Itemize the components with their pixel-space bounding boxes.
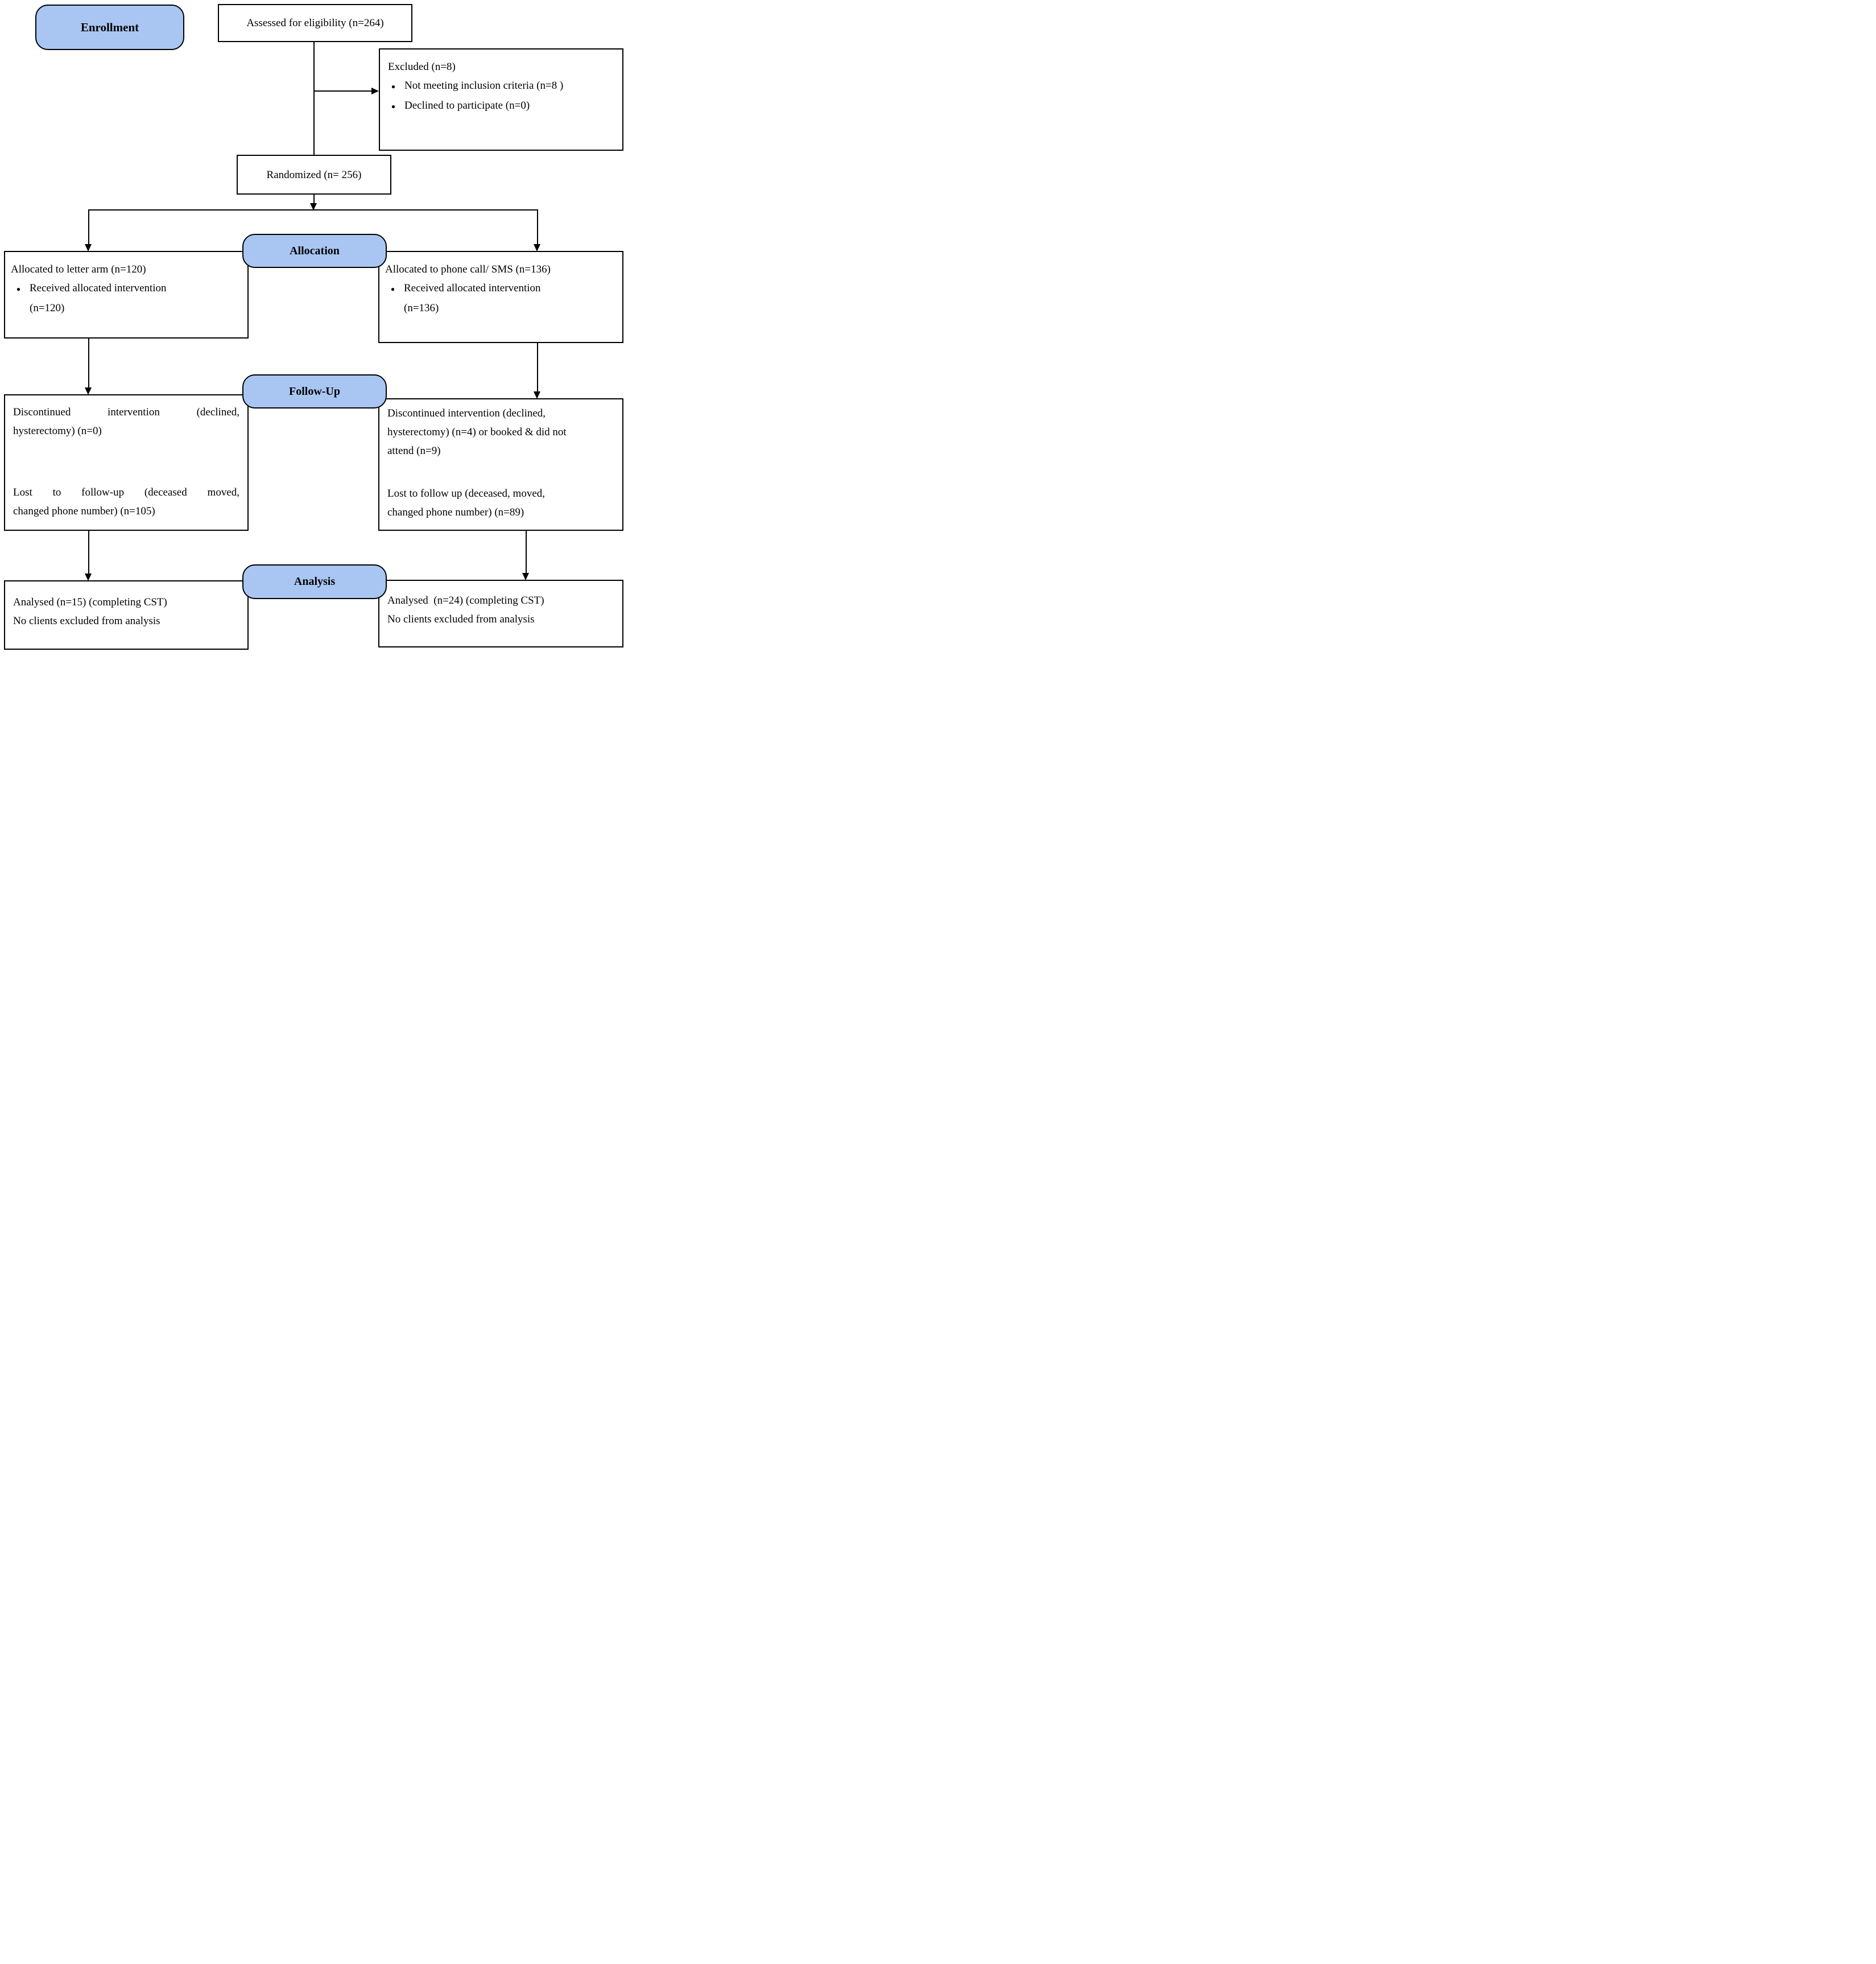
enrollment-stage-pill: Enrollment: [35, 5, 184, 50]
analysis-stage-label: Analysis: [294, 575, 336, 588]
followup-right-box: Discontinued intervention (declined, hys…: [378, 398, 623, 531]
allocation-left-bullet: Received allocated intervention: [5, 279, 247, 299]
randomized-text: Randomized (n= 256): [266, 168, 362, 181]
bullet-icon: [382, 76, 404, 96]
assessed-text: Assessed for eligibility (n=264): [246, 17, 384, 29]
connector-alloc-to-followup-right: [537, 343, 538, 391]
followup-left-para2-line1: Lost to follow-up (deceased moved,: [13, 486, 239, 498]
followup-left-para2-line2: changed phone number) (n=105): [13, 505, 155, 517]
analysis-left-box: Analysed (n=15) (completing CST) No clie…: [4, 580, 249, 650]
followup-stage-pill: Follow-Up: [242, 374, 387, 409]
allocation-right-bullet-text: Received allocated intervention: [404, 282, 541, 294]
arrowhead-alloc-right-icon: [534, 244, 540, 251]
assessed-box: Assessed for eligibility (n=264): [218, 4, 412, 42]
allocation-right-box: Allocated to phone call/ SMS (n=136) Rec…: [378, 251, 623, 343]
analysis-left-line2: No clients excluded from analysis: [13, 615, 160, 627]
allocation-right-title: Allocated to phone call/ SMS (n=136): [385, 263, 551, 275]
followup-left-box: Discontinued intervention (declined, hys…: [4, 394, 249, 531]
excluded-box: Excluded (n=8) Not meeting inclusion cri…: [379, 48, 623, 151]
bullet-icon: [382, 279, 404, 299]
arrowhead-excluded-icon: [371, 88, 379, 94]
arrowhead-analysis-right-icon: [522, 573, 529, 580]
connector-followup-to-analysis-left: [88, 531, 89, 573]
analysis-right-line2: No clients excluded from analysis: [387, 613, 535, 625]
allocation-stage-pill: Allocation: [242, 234, 387, 268]
analysis-right-box: Analysed (n=24) (completing CST) No clie…: [378, 580, 623, 647]
followup-left-para1-line1: Discontinued intervention (declined,: [13, 406, 239, 418]
allocation-left-title: Allocated to letter arm (n=120): [11, 263, 146, 275]
consort-flow-diagram: Enrollment Allocation Follow-Up Analysis…: [0, 0, 626, 655]
randomized-box: Randomized (n= 256): [237, 155, 391, 195]
analysis-left-line1: Analysed (n=15) (completing CST): [13, 596, 167, 608]
followup-right-para2-line2: changed phone number) (n=89): [387, 506, 524, 518]
arrowhead-branch-icon: [310, 203, 317, 211]
arrowhead-followup-left-icon: [85, 387, 92, 395]
excluded-bullet-2-text: Declined to participate (n=0): [404, 100, 530, 112]
followup-right-para2-line1: Lost to follow up (deceased, moved,: [387, 488, 546, 500]
bullet-icon: [382, 96, 404, 116]
arrowhead-alloc-left-icon: [85, 244, 92, 251]
allocation-stage-label: Allocation: [290, 244, 340, 257]
enrollment-stage-label: Enrollment: [80, 20, 139, 34]
analysis-stage-pill: Analysis: [242, 564, 387, 599]
followup-right-para1-line2: hysterectomy) (n=4) or booked & did not: [387, 426, 567, 438]
followup-stage-label: Follow-Up: [289, 385, 340, 398]
connector-branch-left: [88, 209, 89, 244]
allocation-left-box: Allocated to letter arm (n=120) Received…: [4, 251, 249, 339]
connector-followup-to-analysis-right: [526, 531, 527, 573]
excluded-bullet-1: Not meeting inclusion criteria (n=8 ): [380, 76, 622, 96]
allocation-right-bullet: Received allocated intervention: [379, 279, 622, 299]
connector-branch-right: [537, 209, 538, 244]
connector-to-excluded: [314, 90, 371, 92]
excluded-bullet-1-text: Not meeting inclusion criteria (n=8 ): [404, 80, 564, 92]
allocation-left-bullet-cont: (n=120): [30, 302, 65, 314]
allocation-left-bullet-text: Received allocated intervention: [30, 282, 167, 294]
analysis-right-line1: Analysed (n=24) (completing CST): [387, 595, 544, 606]
connector-branch-line: [88, 209, 538, 211]
excluded-bullet-2: Declined to participate (n=0): [380, 96, 622, 116]
arrowhead-followup-right-icon: [534, 391, 540, 399]
connector-alloc-to-followup-left: [88, 339, 89, 387]
followup-left-para1-line2: hysterectomy) (n=0): [13, 425, 102, 437]
connector-assessed-to-randomized: [313, 42, 315, 155]
allocation-right-bullet-cont: (n=136): [404, 302, 439, 314]
connector-randomized-stub: [313, 195, 315, 203]
followup-right-para1-line3: attend (n=9): [387, 445, 441, 457]
followup-right-para1-line1: Discontinued intervention (declined,: [387, 407, 546, 419]
bullet-icon: [7, 279, 30, 299]
arrowhead-analysis-left-icon: [85, 573, 92, 581]
excluded-title: Excluded (n=8): [388, 61, 456, 73]
